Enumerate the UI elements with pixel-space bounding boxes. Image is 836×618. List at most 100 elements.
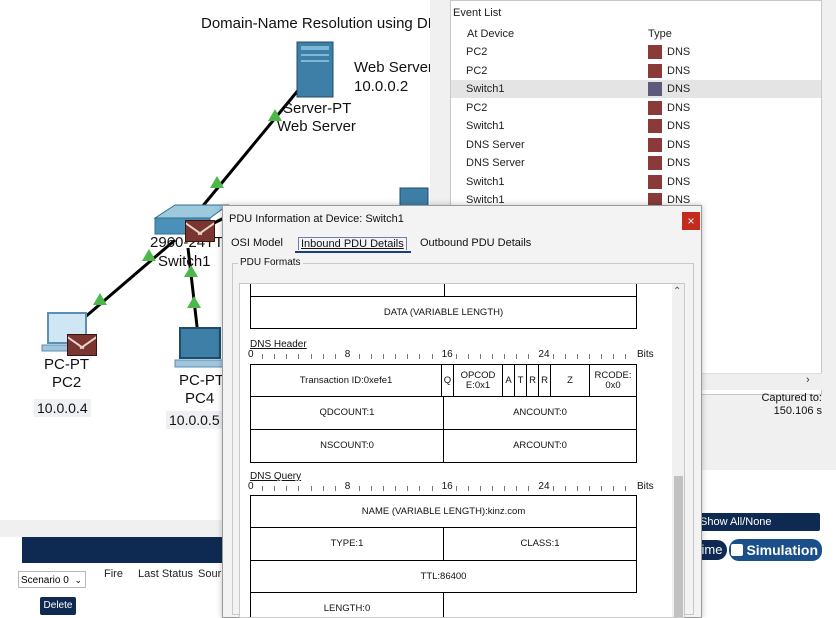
bit-tick bbox=[504, 354, 506, 359]
bit-tick bbox=[322, 354, 324, 359]
bit-tick bbox=[455, 486, 457, 491]
bit-ruler-number: 16 bbox=[441, 349, 453, 360]
pc4-icon bbox=[174, 327, 226, 368]
vertical-scrollbar[interactable]: ⌃ bbox=[672, 284, 684, 617]
bit-tick bbox=[588, 354, 590, 359]
col-last-status[interactable]: Last Status bbox=[138, 568, 194, 580]
event-device: Switch1 bbox=[466, 194, 505, 206]
bit-ruler-number: 24 bbox=[538, 481, 550, 492]
bit-tick bbox=[600, 486, 602, 491]
pdu-envelope-icon[interactable] bbox=[67, 334, 97, 356]
bit-tick bbox=[262, 486, 264, 491]
tab-outbound-pdu-details[interactable]: Outbound PDU Details bbox=[420, 237, 532, 249]
event-device: Switch1 bbox=[466, 120, 505, 132]
switch-name: Switch1 bbox=[158, 253, 211, 270]
bit-tick bbox=[371, 486, 372, 491]
col-source[interactable]: Sour bbox=[198, 568, 222, 580]
bit-ruler-number: 16 bbox=[441, 481, 453, 492]
pdu-info-dialog[interactable]: PDU Information at Device: Switch1 × OSI… bbox=[222, 205, 702, 618]
col-type[interactable]: Type bbox=[648, 28, 672, 40]
simulation-icon bbox=[731, 544, 744, 556]
simulation-button[interactable]: Simulation bbox=[729, 539, 822, 561]
pdu-cell bbox=[250, 284, 445, 297]
bit-tick bbox=[455, 354, 457, 359]
scroll-up-icon[interactable]: ⌃ bbox=[673, 286, 682, 297]
event-color-swatch bbox=[648, 100, 662, 115]
scroll-right-icon[interactable]: › bbox=[806, 374, 810, 386]
server-icon bbox=[296, 41, 334, 98]
pdu-formats-group: PDU Formats DATA (VARIABLE LENGTH) DNS H… bbox=[232, 257, 694, 618]
scenario-select[interactable]: Scenario 0 ⌄ bbox=[18, 571, 86, 588]
nscount: NSCOUNT:0 bbox=[250, 429, 444, 463]
event-color-swatch bbox=[648, 63, 662, 78]
web-server-ip-label: Web Server bbox=[354, 59, 430, 76]
event-color-swatch bbox=[648, 174, 662, 189]
realtime-button[interactable]: ime bbox=[697, 540, 727, 560]
link-switch-pc2 bbox=[69, 238, 176, 332]
bit-tick bbox=[576, 354, 578, 359]
bit-tick bbox=[564, 354, 566, 359]
bit-tick bbox=[286, 486, 288, 491]
close-icon[interactable]: × bbox=[682, 212, 700, 230]
event-device: DNS Server bbox=[466, 138, 525, 151]
captured-value: 150.106 s bbox=[773, 405, 822, 417]
tab-osi-model[interactable]: OSI Model bbox=[231, 237, 283, 249]
event-color-swatch bbox=[648, 193, 662, 207]
event-list-title: Event List bbox=[453, 7, 502, 19]
scroll-thumb[interactable] bbox=[674, 476, 683, 617]
pc2-name: PC2 bbox=[52, 374, 82, 391]
link-status-icon bbox=[184, 265, 198, 277]
bits-label: Bits bbox=[637, 349, 654, 360]
active-tab-indicator bbox=[295, 251, 411, 253]
bit-tick bbox=[358, 486, 360, 491]
bits-label: Bits bbox=[637, 481, 654, 492]
delete-button[interactable]: Delete bbox=[40, 597, 76, 615]
pdu-envelope-icon[interactable] bbox=[185, 220, 215, 242]
bit-tick bbox=[419, 354, 421, 359]
col-fire[interactable]: Fire bbox=[104, 568, 123, 580]
bit-tick bbox=[600, 354, 602, 359]
col-at-device[interactable]: At Device bbox=[467, 28, 515, 40]
pc2-type: PC-PT bbox=[44, 356, 89, 373]
bit-tick bbox=[552, 354, 554, 359]
pc4-ip: 10.0.0.5 bbox=[166, 411, 223, 429]
link-server-switch bbox=[195, 87, 302, 214]
bit-ruler-number: 8 bbox=[344, 349, 351, 360]
query-type: TYPE:1 bbox=[250, 527, 444, 561]
bit-tick bbox=[383, 486, 385, 491]
z-field: Z bbox=[550, 364, 590, 397]
bit-tick bbox=[492, 354, 493, 359]
bit-tick bbox=[479, 486, 481, 491]
bit-tick bbox=[274, 354, 276, 359]
length: LENGTH:0 bbox=[250, 592, 444, 617]
show-all-button[interactable]: Show All/None bbox=[696, 513, 820, 531]
topology-links bbox=[41, 41, 429, 368]
bit-tick bbox=[431, 354, 433, 359]
bit-tick bbox=[262, 354, 264, 359]
link-switch-pc4 bbox=[186, 247, 200, 336]
link-status-icon bbox=[268, 109, 282, 121]
captured-to: Captured to: 150.106 s bbox=[732, 392, 822, 418]
tab-inbound-pdu-details[interactable]: Inbound PDU Details bbox=[298, 237, 407, 250]
link-status-icon bbox=[210, 176, 224, 188]
rcode: RCODE: 0x0 bbox=[589, 364, 637, 397]
bit-tick bbox=[552, 486, 554, 491]
link-status-icon bbox=[93, 293, 107, 305]
chevron-down-icon: ⌄ bbox=[74, 575, 82, 585]
web-server-ip: 10.0.0.2 bbox=[354, 78, 409, 95]
bit-ruler-number: 0 bbox=[248, 481, 254, 492]
transaction-id: Transaction ID:0xefe1 bbox=[250, 364, 442, 397]
ancount: ANCOUNT:0 bbox=[443, 396, 637, 430]
bit-tick bbox=[492, 486, 493, 491]
